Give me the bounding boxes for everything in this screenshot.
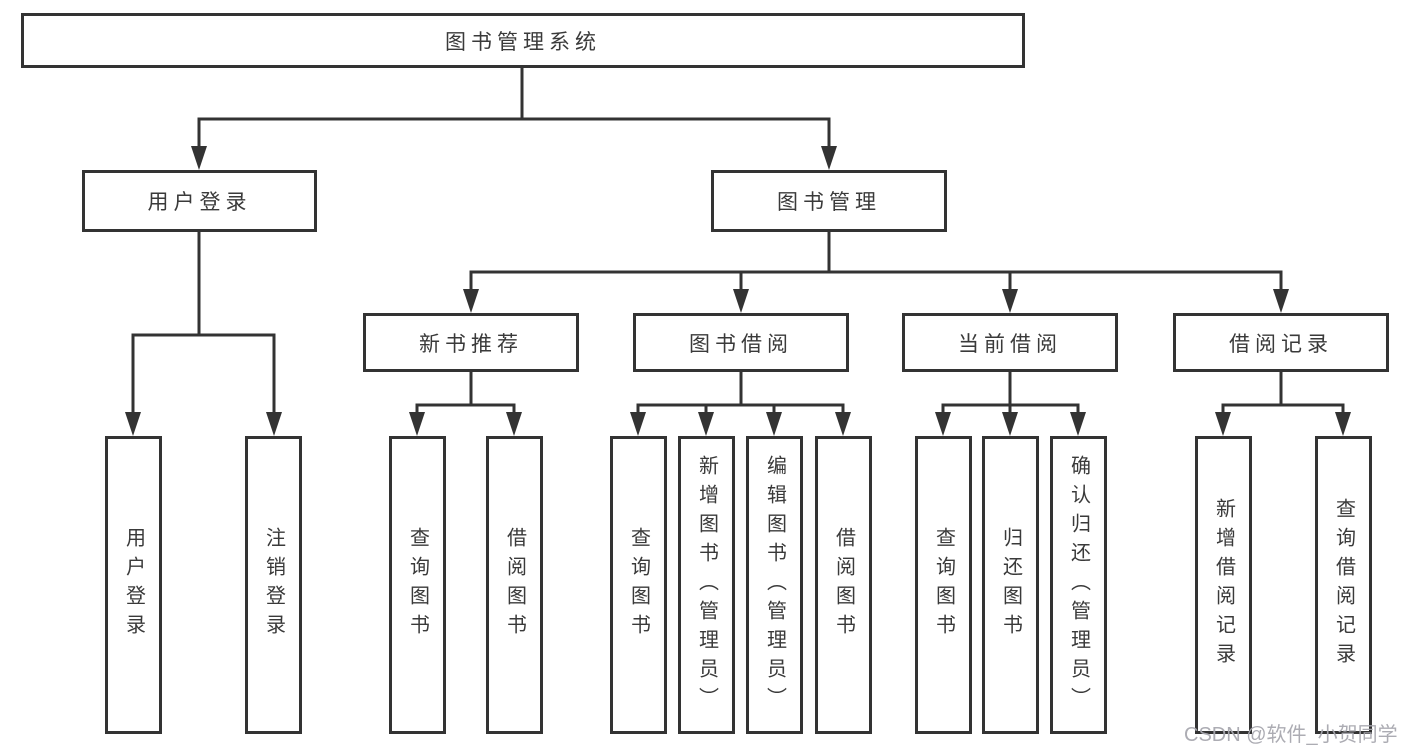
node-library-system: 图书管理系统 — [21, 13, 1025, 68]
leaf-add-book-admin: 新增图书（管理员） — [678, 436, 735, 734]
connector-currentborrow-group — [941, 368, 1080, 417]
leaf-user-login: 用户登录 — [105, 436, 162, 734]
node-user-login: 用户登录 — [82, 170, 317, 232]
node-book-management: 图书管理 — [711, 170, 947, 232]
arrowheads — [125, 146, 1351, 436]
connector-root-to-level2 — [197, 65, 831, 152]
leaf-query-books-recommend: 查询图书 — [389, 436, 446, 734]
leaf-borrow-books-recommend: 借阅图书 — [486, 436, 543, 734]
leaf-logout: 注销登录 — [245, 436, 302, 734]
connector-bookborrow-group — [636, 368, 845, 417]
leaf-confirm-return-admin: 确认归还（管理员） — [1050, 436, 1107, 734]
leaf-query-books-current: 查询图书 — [915, 436, 972, 734]
leaf-edit-book-admin: 编辑图书（管理员） — [746, 436, 803, 734]
node-current-borrow: 当前借阅 — [902, 313, 1118, 372]
connector-userlogin-group — [131, 228, 276, 417]
leaf-return-books: 归还图书 — [982, 436, 1039, 734]
leaf-query-borrow-record: 查询借阅记录 — [1315, 436, 1372, 734]
node-new-book-recommend: 新书推荐 — [363, 313, 579, 372]
leaf-query-books-borrow: 查询图书 — [610, 436, 667, 734]
csdn-watermark: CSDN @软件_小贺同学 — [1184, 724, 1398, 746]
connector-bookmgmt-to-level3 — [469, 228, 1283, 294]
leaf-borrow-books: 借阅图书 — [815, 436, 872, 734]
node-borrow-records: 借阅记录 — [1173, 313, 1389, 372]
node-book-borrow: 图书借阅 — [633, 313, 849, 372]
connector-records-group — [1221, 368, 1345, 417]
leaf-add-borrow-record: 新增借阅记录 — [1195, 436, 1252, 734]
connector-newbook-group — [415, 368, 516, 417]
